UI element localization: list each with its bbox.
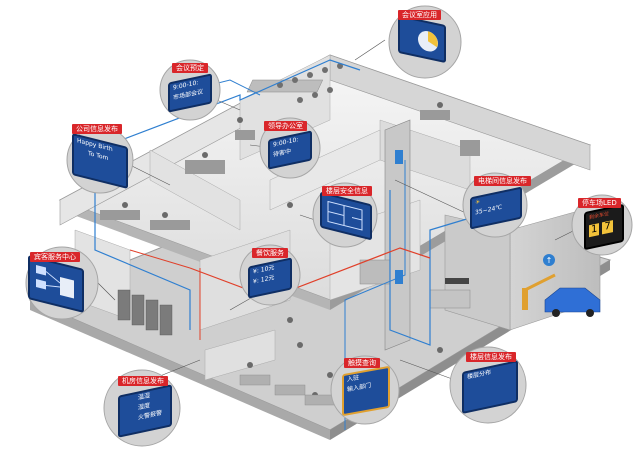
label-guest-service: 宾客服务中心 [30, 252, 80, 262]
label-elevator-info: 电梯间信息发布 [474, 176, 531, 186]
pie-chart-icon [418, 31, 438, 52]
svg-text:↑: ↑ [546, 256, 553, 265]
label-leader-office: 领导办公室 [264, 121, 307, 131]
label-floor-info: 楼层信息发布 [466, 352, 516, 362]
floor-plan-icon [327, 200, 363, 231]
car [544, 287, 601, 317]
label-meeting-booking: 会议预定 [172, 63, 208, 73]
label-floor-safety: 楼层安全信息 [322, 186, 372, 196]
label-parking-led: 停车场LED [578, 198, 621, 208]
label-company-info: 公司信息发布 [72, 124, 122, 134]
cable-red [189, 247, 431, 299]
label-machine-room: 机房信息发布 [118, 376, 168, 386]
parking-digit-1: 1 [589, 222, 600, 238]
screen-meeting-room-app [398, 14, 446, 64]
ground-floor-edge [30, 300, 330, 440]
label-dining-service: 餐饮服务 [252, 248, 288, 258]
label-touch-query: 触摸查询 [344, 358, 380, 368]
screen-touch-query: 入驻 输入部门 [342, 365, 390, 417]
screen-guest-service [28, 255, 84, 313]
server-network-icon [36, 265, 74, 299]
parking-digit-2: 7 [602, 220, 613, 235]
label-meeting-room-app: 会议室应用 [398, 10, 441, 20]
screen-floor-safety [320, 191, 372, 241]
